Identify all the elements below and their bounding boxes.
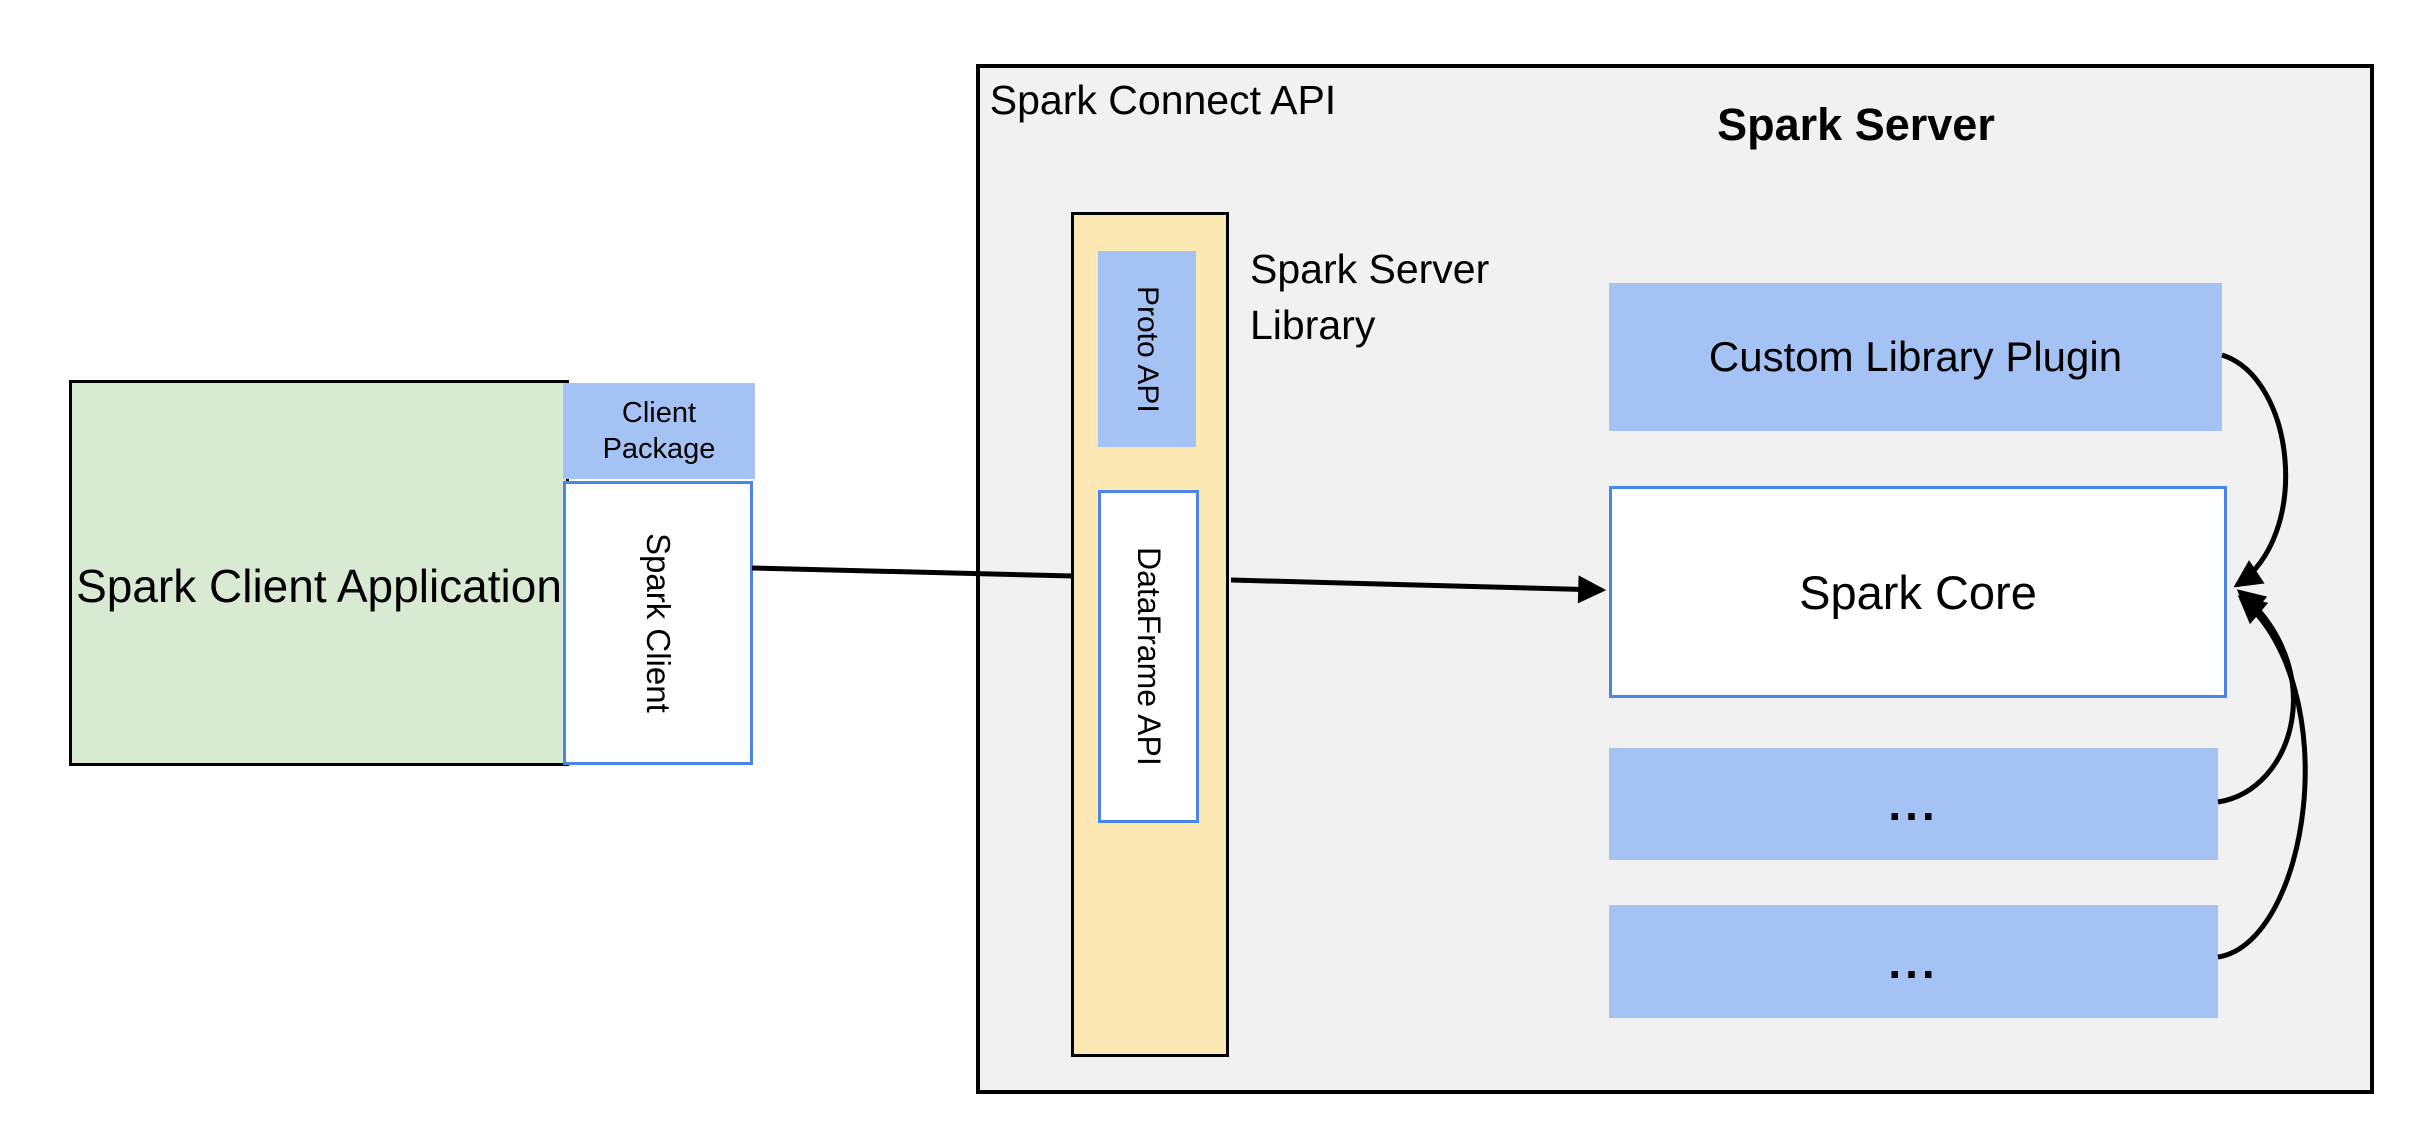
spark-client-box: Spark Client bbox=[563, 481, 753, 765]
spark-core-box: Spark Core bbox=[1609, 486, 2227, 698]
dataframe-api-label: DataFrame API bbox=[1131, 547, 1167, 766]
spark-connect-api-label: Spark Connect API bbox=[989, 77, 1337, 123]
spark-core-label: Spark Core bbox=[1799, 565, 2037, 619]
more-box-2: ... bbox=[1609, 905, 2218, 1018]
more-box-2-label: ... bbox=[1888, 935, 1939, 988]
spark-client-application-label: Spark Client Application bbox=[76, 560, 562, 612]
custom-library-plugin-label: Custom Library Plugin bbox=[1708, 333, 2123, 380]
spark-server-library-label: Spark Server Library bbox=[1250, 246, 1490, 348]
client-package-label: Client Package bbox=[602, 397, 716, 465]
spark-client-application-box: Spark Client Application bbox=[69, 380, 569, 766]
custom-library-plugin-box: Custom Library Plugin bbox=[1609, 283, 2222, 431]
client-package-box: Client Package bbox=[563, 383, 755, 479]
proto-api-label: Proto API bbox=[1131, 285, 1164, 413]
proto-api-box: Proto API bbox=[1098, 251, 1196, 447]
dataframe-api-box: DataFrame API bbox=[1098, 490, 1199, 823]
spark-client-label: Spark Client bbox=[640, 533, 677, 713]
more-box-1-label: ... bbox=[1888, 778, 1939, 830]
more-box-1: ... bbox=[1609, 748, 2218, 860]
spark-server-title: Spark Server bbox=[1717, 99, 1995, 150]
